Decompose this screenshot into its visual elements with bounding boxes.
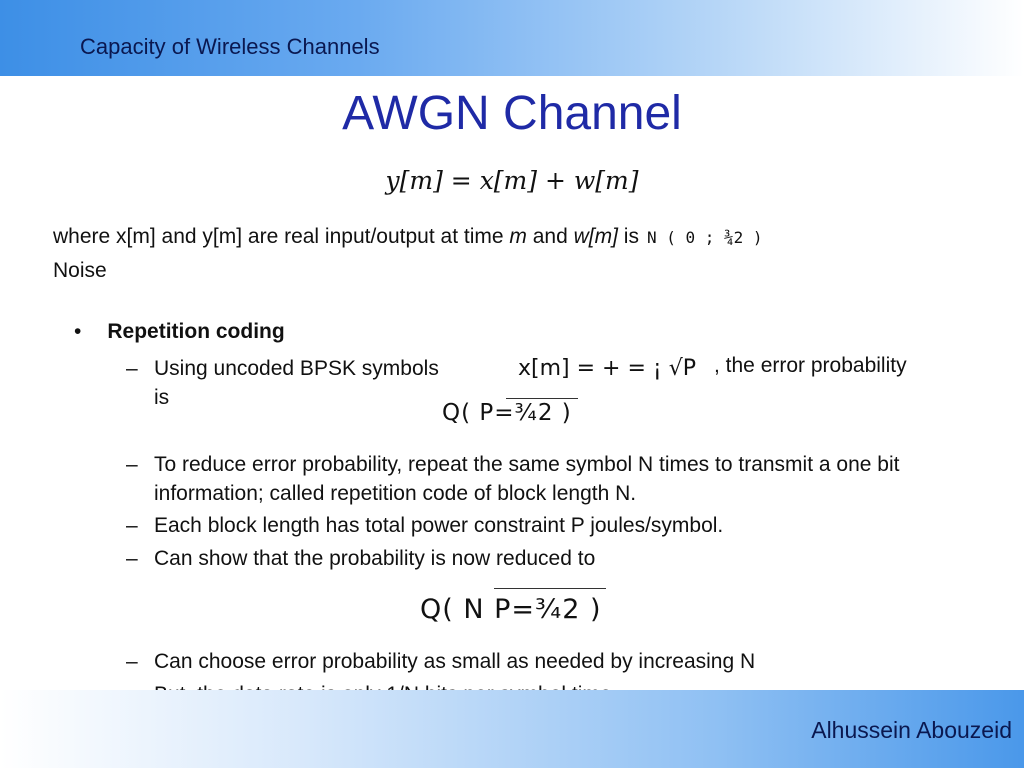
sub-item-repeat: – To reduce error probability, repeat th…	[126, 450, 966, 508]
header-title: Capacity of Wireless Channels	[80, 34, 380, 59]
sqrt-bar	[494, 588, 606, 589]
para-text: where x[m] and y[m] are real input/outpu…	[53, 225, 510, 248]
sub-text: Can choose error probability as small as…	[154, 650, 756, 673]
sub-text: Can show that the probability is now red…	[154, 547, 596, 570]
dash: –	[126, 357, 138, 380]
sub-text: Using uncoded BPSK symbols	[154, 357, 439, 380]
slide-title: AWGN Channel	[342, 87, 682, 140]
sub-text: Each block length has total power constr…	[154, 514, 724, 537]
description-paragraph: where x[m] and y[m] are real input/outpu…	[53, 220, 973, 287]
author-name: Alhussein Abouzeid	[811, 717, 1012, 743]
sub-item-reduced: – Can show that the probability is now r…	[126, 544, 966, 573]
bullet-repetition-coding: • Repetition coding	[74, 320, 285, 344]
sub-item-choose: – Can choose error probability as small …	[126, 647, 966, 676]
dash: –	[126, 514, 138, 537]
sub-item-power: – Each block length has total power cons…	[126, 511, 966, 540]
header-bar: Capacity of Wireless Channels	[0, 0, 1024, 76]
para-noise: Noise	[53, 259, 107, 282]
sub-text-cont: is	[154, 386, 170, 409]
sub-text-error: , the error probability	[714, 354, 907, 377]
sqrt-bar	[506, 398, 578, 399]
bullet-label: Repetition coding	[107, 320, 285, 343]
dash: –	[126, 650, 138, 673]
dash: –	[126, 547, 138, 570]
footer-bar: Alhussein Abouzeid	[0, 690, 1024, 768]
para-and: and	[526, 225, 574, 248]
channel-equation: y[m] = x[m] + w[m]	[385, 166, 639, 195]
sub-text: To reduce error probability, repeat the …	[154, 453, 900, 505]
para-m: m	[509, 225, 527, 248]
bullet-dot: •	[74, 320, 82, 343]
para-is: is	[617, 225, 639, 248]
para-w: w[m]	[573, 225, 618, 248]
noise-distribution: N ( 0 ; ¾2 )	[646, 228, 763, 247]
sub-item-bpsk: – Using uncoded BPSK symbols is	[126, 354, 966, 412]
error-probability-formula: Q( P=¾2 )	[442, 400, 572, 426]
repetition-error-formula: Q( N P=¾2 )	[420, 594, 602, 625]
bpsk-symbols-math: x[m] = + = ¡ √P	[518, 356, 696, 381]
dash: –	[126, 453, 138, 476]
